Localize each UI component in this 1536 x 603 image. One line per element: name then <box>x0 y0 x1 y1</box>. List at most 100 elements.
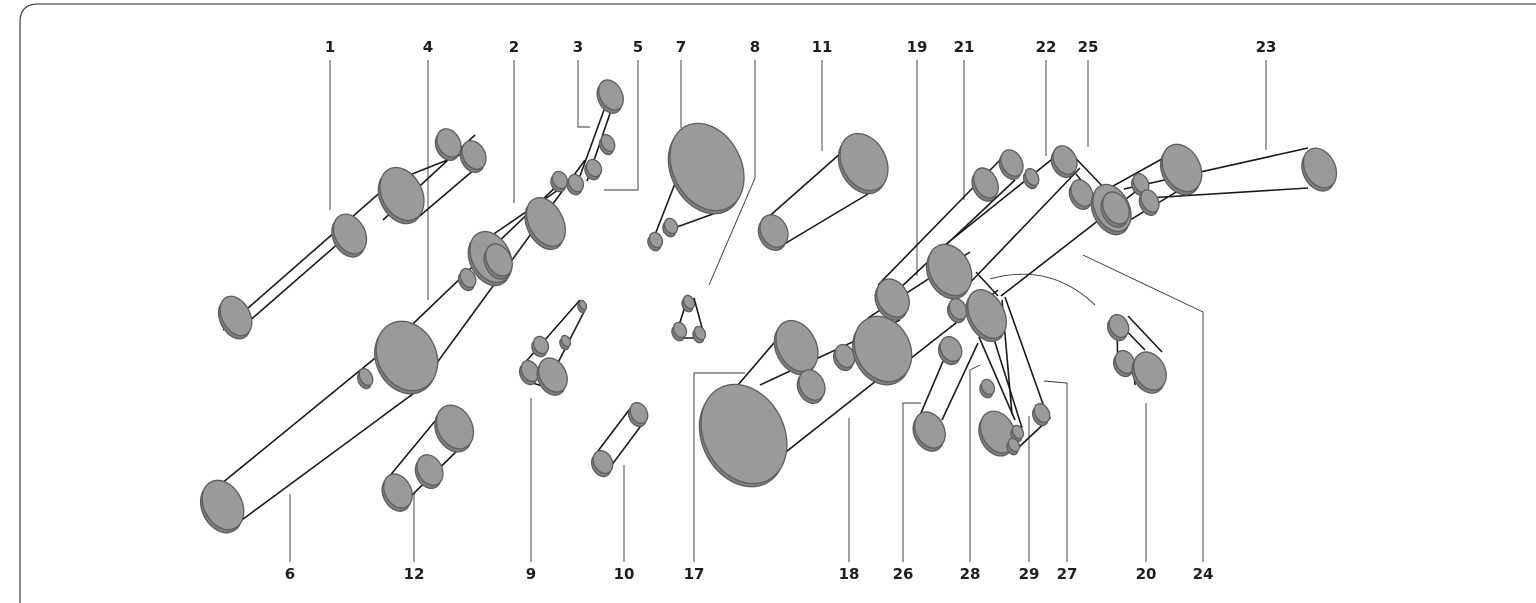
pulley <box>434 404 475 453</box>
pulley <box>374 320 439 395</box>
pulley <box>1068 179 1094 210</box>
pulley-face <box>600 133 616 153</box>
pulley-face <box>1007 437 1021 453</box>
pulley <box>647 231 664 252</box>
leader-line <box>1082 254 1204 562</box>
callout-25: 25 <box>1078 38 1099 56</box>
pulley-face <box>551 170 569 190</box>
pulley-face <box>648 231 664 249</box>
pulley-face <box>532 335 550 355</box>
pulley-face <box>948 297 968 321</box>
belt <box>484 189 559 241</box>
pulley-face <box>759 214 789 248</box>
belt <box>521 299 581 367</box>
pulley-face <box>980 378 996 396</box>
pulley <box>356 367 374 390</box>
belt <box>978 336 1016 421</box>
pulley-face <box>598 79 624 111</box>
pulley <box>559 334 572 351</box>
pulley-face <box>939 335 963 363</box>
pulley-face <box>775 319 819 373</box>
pulley <box>667 122 745 215</box>
callout-8: 8 <box>750 38 760 56</box>
pulley-face <box>693 325 707 341</box>
pulley-face <box>416 454 444 486</box>
belt <box>941 342 979 421</box>
pulley-face <box>839 132 889 192</box>
pulley <box>550 170 569 193</box>
pulley-face <box>1140 189 1160 213</box>
pulley-face <box>1011 424 1025 440</box>
pulley <box>1100 191 1130 228</box>
pulley <box>757 214 789 251</box>
pulley <box>1050 145 1078 178</box>
callout-11: 11 <box>812 38 833 56</box>
pulley <box>978 410 1017 457</box>
pulley <box>912 411 946 452</box>
pulley <box>1159 143 1203 196</box>
pulley <box>965 289 1007 343</box>
pulley <box>598 133 616 156</box>
pulley-face <box>379 166 425 222</box>
callout-7: 7 <box>676 38 686 56</box>
pulley <box>457 267 477 292</box>
pulley-face <box>967 289 1007 339</box>
pulley-face <box>592 449 614 475</box>
leader-line <box>708 60 756 286</box>
pulley <box>627 401 649 428</box>
pulley-face <box>629 401 649 425</box>
pulley <box>584 158 603 181</box>
pulley <box>971 167 999 202</box>
pulley-face <box>672 321 688 339</box>
diagram-frame <box>19 3 1536 603</box>
callout-23: 23 <box>1256 38 1277 56</box>
callout-6: 6 <box>285 565 295 583</box>
pulley <box>1112 349 1136 378</box>
pulley <box>1006 437 1021 456</box>
pulley <box>434 128 462 161</box>
pulley-face <box>927 243 973 297</box>
pulley-face <box>1108 313 1130 339</box>
leader-line <box>604 60 639 191</box>
pulley-face <box>1033 402 1051 424</box>
pulley <box>681 294 696 313</box>
pulley-face <box>798 369 826 401</box>
pulley-face <box>219 295 253 337</box>
pulley <box>1138 189 1160 217</box>
leader-line <box>969 364 981 562</box>
leader-line <box>902 402 921 562</box>
pulley-face <box>1052 145 1078 175</box>
callout-20: 20 <box>1136 565 1157 583</box>
pulley <box>596 79 624 114</box>
pulley-face <box>375 320 439 392</box>
callout-4: 4 <box>423 38 433 56</box>
pulley <box>1301 147 1338 192</box>
callout-2: 2 <box>509 38 519 56</box>
pulley-face <box>1000 149 1024 177</box>
callout-10: 10 <box>614 565 635 583</box>
pulley-face <box>853 315 913 383</box>
callout-28: 28 <box>960 565 981 583</box>
pulley-face <box>1070 179 1094 207</box>
callout-26: 26 <box>893 565 914 583</box>
belt <box>607 418 647 471</box>
belt <box>594 405 633 456</box>
pulley <box>1031 402 1051 427</box>
pulley <box>692 325 707 344</box>
pulley <box>524 197 566 251</box>
pulley-face <box>1102 191 1130 225</box>
callout-21: 21 <box>954 38 975 56</box>
callout-18: 18 <box>839 565 860 583</box>
pulley-face <box>1161 143 1203 193</box>
pulley <box>518 359 540 386</box>
pulley <box>979 378 996 399</box>
pulley-face <box>526 197 566 247</box>
callout-27: 27 <box>1057 565 1078 583</box>
pulley-face <box>669 122 745 212</box>
leader-line <box>693 372 745 562</box>
callout-17: 17 <box>684 565 705 583</box>
pulley <box>459 140 487 173</box>
pulley <box>381 473 413 512</box>
pulley <box>662 217 679 238</box>
